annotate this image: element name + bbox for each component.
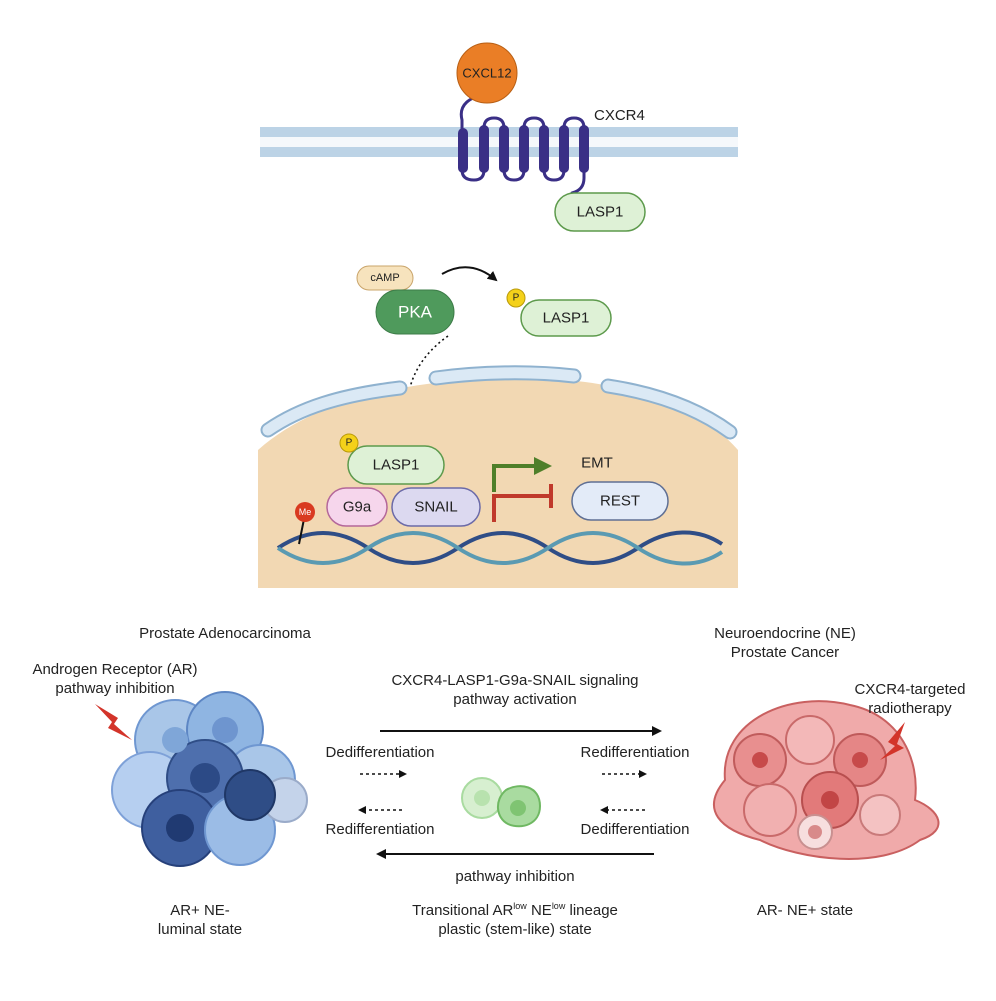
- cxcr4-receptor: [458, 90, 589, 195]
- cxcr4-label: CXCR4: [594, 107, 645, 124]
- nuclear-lasp1-label: LASP1: [373, 457, 420, 474]
- rest-label: REST: [600, 493, 640, 510]
- radiotherapy-lightning-icon: [880, 722, 905, 760]
- transitional-cells: [461, 777, 542, 828]
- lasp1-g9a-snail-complex: LASP1 P G9a SNAIL: [326, 433, 481, 527]
- luminal-line2: luminal state: [157, 921, 243, 938]
- adeno-title: Prostate Adenocarcinoma: [139, 625, 311, 642]
- ne-state-label: AR- NE+ state: [756, 902, 854, 919]
- luminal-line1: AR+ NE-: [170, 902, 230, 919]
- transitional-suffix: lineage: [565, 902, 618, 919]
- radiotherapy-label: CXCR4-targeted radiotherapy: [830, 680, 990, 718]
- pathway-activation-label: CXCR4-LASP1-G9a-SNAIL signaling pathway …: [355, 671, 675, 709]
- dediff-right-label: Dedifferentiation: [580, 821, 690, 838]
- nuclear-phospho-mark: P: [346, 438, 353, 449]
- transitional-line2: plastic (stem-like) state: [438, 921, 592, 938]
- cxcl12-ligand: CXCL12: [456, 42, 518, 104]
- transitional-sup1: low: [513, 901, 527, 911]
- cxcl12-label: CXCL12: [462, 66, 511, 81]
- pka-label: PKA: [398, 303, 433, 322]
- pathway-line1: CXCR4-LASP1-G9a-SNAIL signaling: [391, 672, 639, 689]
- snail-label: SNAIL: [414, 499, 457, 516]
- rediff-left-label: Redifferentiation: [325, 821, 435, 838]
- pathway-line2: pathway activation: [453, 691, 577, 708]
- transitional-state-label: Transitional ARlow NElow lineage plastic…: [370, 901, 660, 939]
- adenocarcinoma-cell-cluster: [111, 691, 308, 867]
- transitional-mid: NE: [526, 902, 552, 919]
- phospho-lasp1: LASP1 P: [506, 288, 612, 337]
- nucleus: [258, 365, 738, 588]
- g9a-label: G9a: [343, 499, 372, 516]
- ne-title-line2: Prostate Cancer: [730, 644, 840, 661]
- transitional-line1: Transitional ARlow NElow lineage: [370, 901, 660, 920]
- phospho-lasp1-label: LASP1: [543, 310, 590, 327]
- transitional-sup2: low: [551, 901, 566, 911]
- dediff-left-label: Dedifferentiation: [325, 744, 435, 761]
- radiotherapy-line2: radiotherapy: [868, 700, 952, 717]
- ar-inhibition-label: Androgen Receptor (AR) pathway inhibitio…: [10, 660, 220, 698]
- methyl-label: Me: [299, 507, 312, 517]
- ar-inhibition-line1: Androgen Receptor (AR): [32, 661, 198, 678]
- rediff-right-label: Redifferentiation: [580, 744, 690, 761]
- phospho-mark: P: [513, 293, 520, 304]
- methyl-mark: Me: [295, 502, 315, 545]
- emt-activation-arrow: [492, 457, 552, 492]
- rest-protein: REST: [571, 481, 669, 521]
- emt-label: EMT: [581, 455, 613, 472]
- transitional-prefix: Transitional AR: [412, 902, 514, 919]
- rest-inhibition-arrow: [492, 484, 553, 522]
- camp-label: cAMP: [370, 272, 399, 284]
- ne-cell-cluster: [713, 700, 940, 860]
- pathway-inhibition-label: pathway inhibition: [455, 868, 575, 885]
- ne-title: Neuroendocrine (NE) Prostate Cancer: [700, 624, 870, 662]
- luminal-state-label: AR+ NE- luminal state: [120, 901, 280, 939]
- ne-title-line1: Neuroendocrine (NE): [714, 625, 856, 642]
- ar-inhibition-line2: pathway inhibition: [55, 680, 175, 697]
- lasp1-membrane: LASP1: [554, 192, 646, 232]
- radiotherapy-line1: CXCR4-targeted: [854, 681, 966, 698]
- pka-group: cAMP PKA: [356, 265, 455, 335]
- ar-inhibition-lightning-icon: [95, 704, 132, 740]
- lasp1-label: LASP1: [577, 204, 624, 221]
- dna-helix: [276, 530, 724, 566]
- phosphorylation-arrow: [441, 266, 498, 282]
